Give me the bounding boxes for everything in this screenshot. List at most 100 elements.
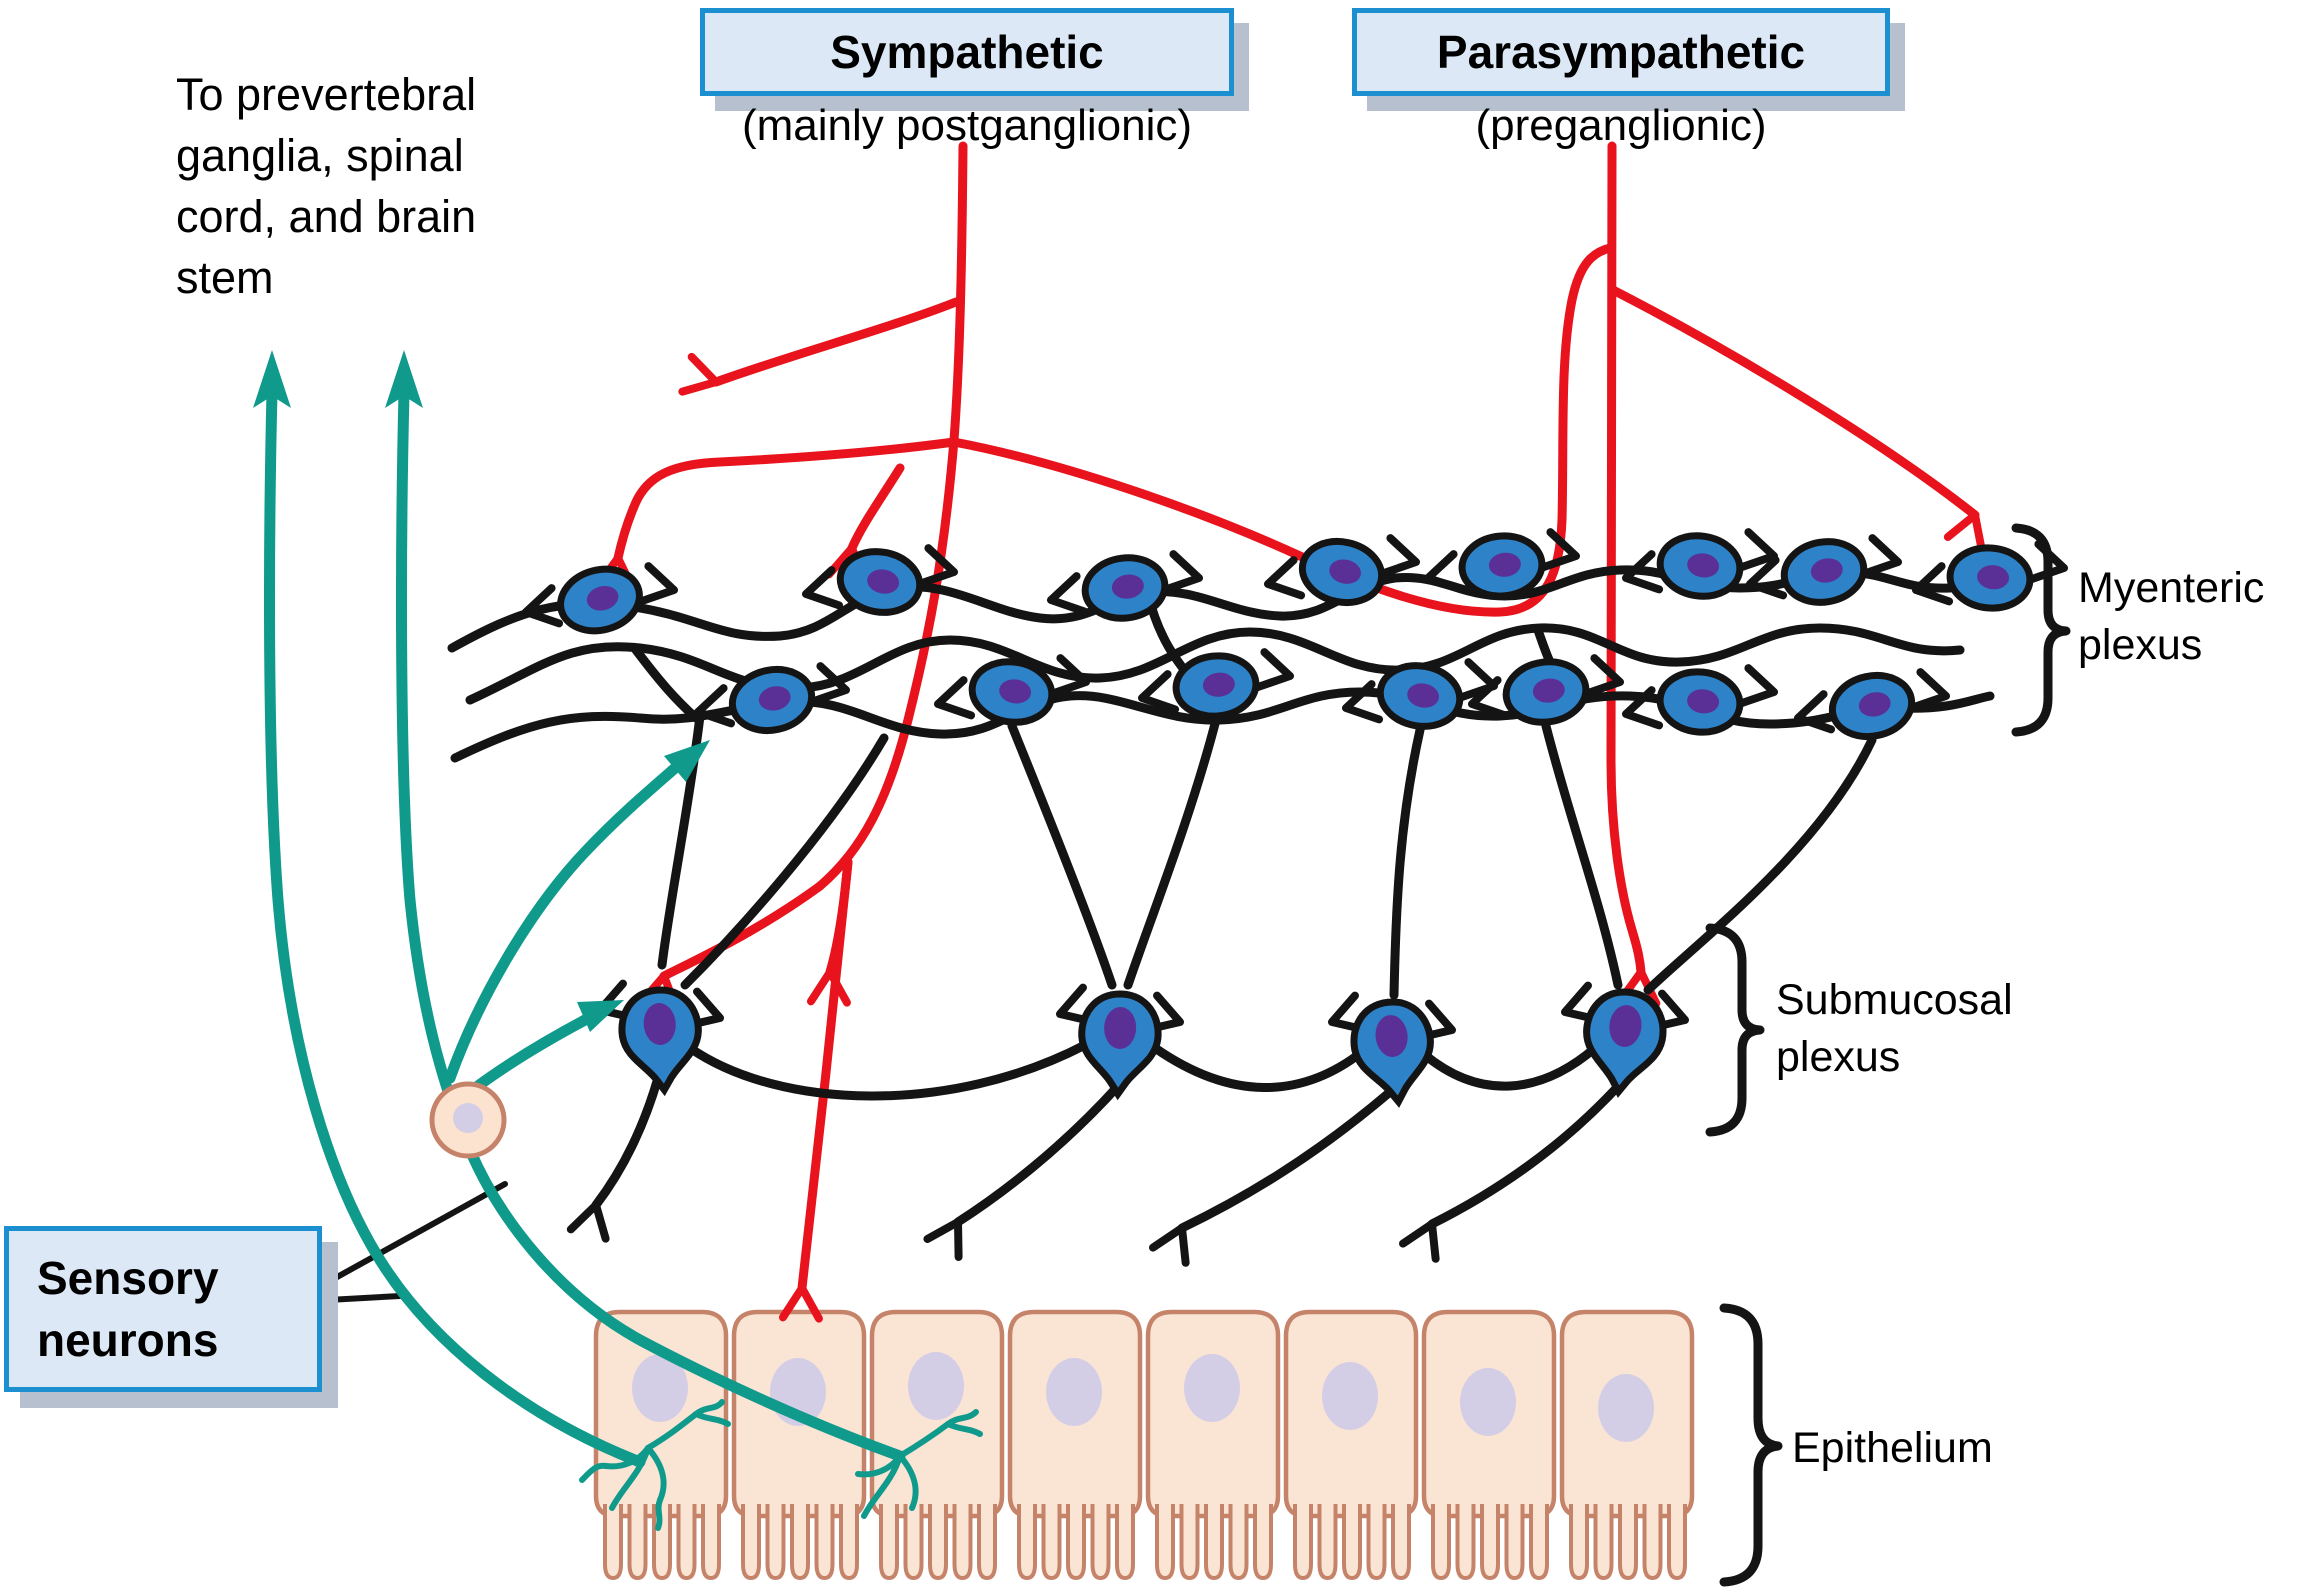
microvillus <box>1480 1504 1500 1581</box>
synapse-fork <box>1138 670 1180 714</box>
microvillus <box>1204 1504 1224 1581</box>
sensory-neurons-label-box: Sensory neurons <box>4 1226 322 1392</box>
neuron-nucleus <box>1488 552 1521 577</box>
sensory-box-line: neurons <box>37 1314 219 1366</box>
microvillus <box>627 1504 648 1581</box>
parasympathetic-sublabel: (preganglionic) <box>1475 101 1767 150</box>
neuron-nucleus <box>643 1003 676 1045</box>
synapse-fork <box>566 1201 610 1243</box>
fiber-ending-fork <box>1943 511 1986 554</box>
myenteric-neuron <box>1172 652 1260 720</box>
microvillus <box>879 1504 899 1581</box>
synapse-fork <box>808 662 850 706</box>
microvillus <box>1317 1504 1338 1581</box>
interplexus-fiber <box>1007 721 1117 990</box>
epithelium-cell-nucleus <box>908 1352 964 1420</box>
microvillus <box>676 1504 697 1581</box>
sensory-ending-epithelium-1 <box>579 1399 731 1531</box>
mucosal-fiber <box>1177 1087 1395 1233</box>
note-line: To prevertebral <box>176 69 477 120</box>
epithelium-cell <box>1421 1309 1557 1581</box>
microvillus <box>1391 1504 1411 1581</box>
microvillus <box>1342 1504 1362 1581</box>
microvillus <box>903 1504 924 1581</box>
sympathetic-sublabel: (mainly postganglionic) <box>742 101 1192 150</box>
neuron-nucleus <box>1104 1007 1137 1049</box>
synapse-fork <box>1264 556 1306 600</box>
submucosal-strand <box>1150 1043 1367 1092</box>
myenteric-neuron <box>1780 538 1868 606</box>
myenteric-neuron <box>728 665 816 735</box>
label-line: Epithelium <box>1792 1424 1993 1472</box>
neuron-nucleus <box>1687 689 1720 714</box>
epithelium-cell <box>1559 1309 1695 1581</box>
synapse-fork <box>1538 528 1580 572</box>
arrowhead-icon <box>577 1000 624 1032</box>
synapse-fork <box>694 684 736 728</box>
myenteric-neuron <box>1946 544 2034 612</box>
microvillus <box>1115 1504 1135 1581</box>
synapse-fork <box>522 584 564 628</box>
myenteric-neuron <box>557 565 643 635</box>
neuron-nucleus <box>586 585 619 611</box>
mucosal-fiber <box>953 1081 1123 1227</box>
microvillus <box>1253 1504 1273 1581</box>
interplexus-fiber <box>680 733 889 990</box>
neuron-nucleus <box>1532 678 1565 703</box>
label-line: plexus <box>2078 621 2203 669</box>
interplexus-fiber <box>1389 725 1425 1000</box>
sensory-neuron-cell <box>429 1081 507 1159</box>
submucosal-neuron <box>1583 988 1667 1098</box>
synapse-fork <box>1582 654 1624 698</box>
synapse-fork <box>1048 654 1090 698</box>
synapse-fork <box>923 1218 963 1261</box>
synapse-fork <box>1149 1224 1190 1267</box>
myenteric-strand-2 <box>465 623 1965 705</box>
synapse-fork <box>1252 648 1294 692</box>
brace-submucosal <box>1705 923 1765 1137</box>
microvillus <box>1529 1504 1549 1581</box>
synapse-fork <box>1746 556 1788 600</box>
microvillus <box>1228 1504 1249 1581</box>
synapse-fork <box>1342 680 1384 724</box>
neuron-nucleus <box>1111 574 1144 599</box>
myenteric-neuron <box>1656 532 1744 600</box>
sensory-box-line: Sensory <box>37 1252 219 1304</box>
sympathetic-fiber-stem <box>815 141 968 891</box>
epithelium-cell <box>869 1309 1005 1581</box>
synapse-fork <box>1908 668 1950 712</box>
sympathetic-horizontal-right <box>949 243 1615 617</box>
microvillus <box>839 1504 859 1581</box>
sensory-ending-epithelium-3 <box>855 1409 983 1519</box>
up-arrow-icon <box>385 350 423 408</box>
microvillus <box>741 1504 761 1581</box>
sensory-arrow-to-myenteric <box>444 756 688 1084</box>
sensory-cell-nucleus <box>453 1103 483 1133</box>
note-line: cord, and brain <box>176 191 477 242</box>
arrowhead-icon <box>664 740 710 782</box>
myenteric-neuron <box>836 548 924 616</box>
submucosal-neuron <box>1078 990 1162 1101</box>
synapse-fork <box>1622 550 1664 594</box>
synapse-fork <box>1736 528 1778 572</box>
synapse-fork <box>1468 676 1510 720</box>
microvillus <box>765 1504 786 1581</box>
microvillus <box>1504 1504 1525 1581</box>
neuron-nucleus <box>1810 558 1843 583</box>
prevertebral-note: To prevertebral ganglia, spinal cord, an… <box>176 64 476 308</box>
note-line: stem <box>176 252 274 303</box>
epithelium-cell <box>731 1309 867 1581</box>
synapse-fork <box>934 676 976 720</box>
synapse-fork <box>1622 686 1664 730</box>
myenteric-neuron <box>1298 537 1386 607</box>
microvillus <box>1593 1504 1614 1581</box>
synapse-fork <box>1047 572 1089 616</box>
up-arrow-icon <box>253 350 291 408</box>
synapse-fork <box>802 566 844 610</box>
neuron-nucleus <box>1977 565 2010 590</box>
microvillus <box>1366 1504 1387 1581</box>
submucosal-neuron <box>1350 998 1434 1108</box>
microvillus <box>1041 1504 1062 1581</box>
sympathetic-horizontal-left <box>613 437 959 563</box>
parasympathetic-label: Parasympathetic <box>1436 26 1806 78</box>
